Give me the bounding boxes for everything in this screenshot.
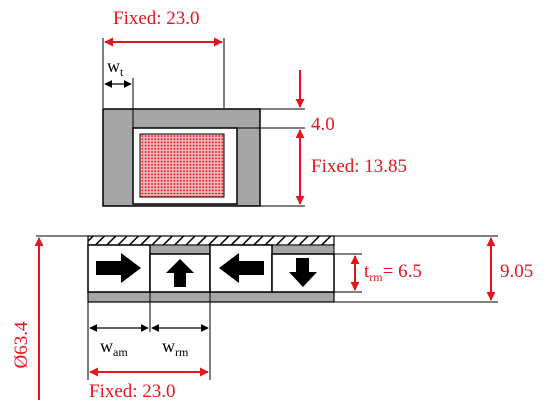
hatched-strip [87, 235, 335, 246]
trm-dimension: trm= 6.5 [334, 253, 422, 293]
dim-13-label: Fixed: 13.85 [311, 156, 407, 177]
magnet-block-1 [87, 244, 151, 293]
magnet-block-2 [149, 253, 211, 293]
magnet-array-assembly [87, 235, 335, 303]
arrow-left-icon [219, 253, 264, 283]
trm-label: trm= 6.5 [364, 261, 422, 284]
gray-strip-lower [87, 291, 335, 303]
magnet-block-3 [209, 244, 273, 293]
diameter-label: Ø63.4 [11, 321, 32, 368]
arrow-down-icon [289, 258, 317, 287]
arrow-right-icon [96, 253, 141, 283]
dim-905-label: 9.05 [500, 261, 533, 282]
dim-4-label: 4.0 [311, 114, 335, 135]
bottom-width-dimension: Fixed: 23.0 [89, 367, 209, 402]
arrow-up-icon [166, 259, 194, 287]
wt-label: wt [107, 56, 124, 79]
top-width-dimension: Fixed: 23.0 [102, 8, 225, 108]
wam-wrm-dimensions: wam wrm [87, 292, 211, 380]
wam-label: wam [100, 336, 128, 359]
diameter-dimension: Ø63.4 [11, 235, 88, 400]
height-dimensions-top: 4.0 Fixed: 13.85 [237, 70, 407, 207]
wrm-label: wrm [162, 336, 189, 359]
bottom-fixed-label: Fixed: 23.0 [89, 381, 176, 402]
top-fixed-label: Fixed: 23.0 [113, 8, 200, 29]
magnet-block-4 [271, 253, 335, 293]
top-coil-assembly [102, 108, 261, 207]
coil-winding [139, 133, 225, 198]
total-height-dimension: 9.05 [334, 235, 533, 303]
wt-dimension: wt [104, 56, 134, 128]
